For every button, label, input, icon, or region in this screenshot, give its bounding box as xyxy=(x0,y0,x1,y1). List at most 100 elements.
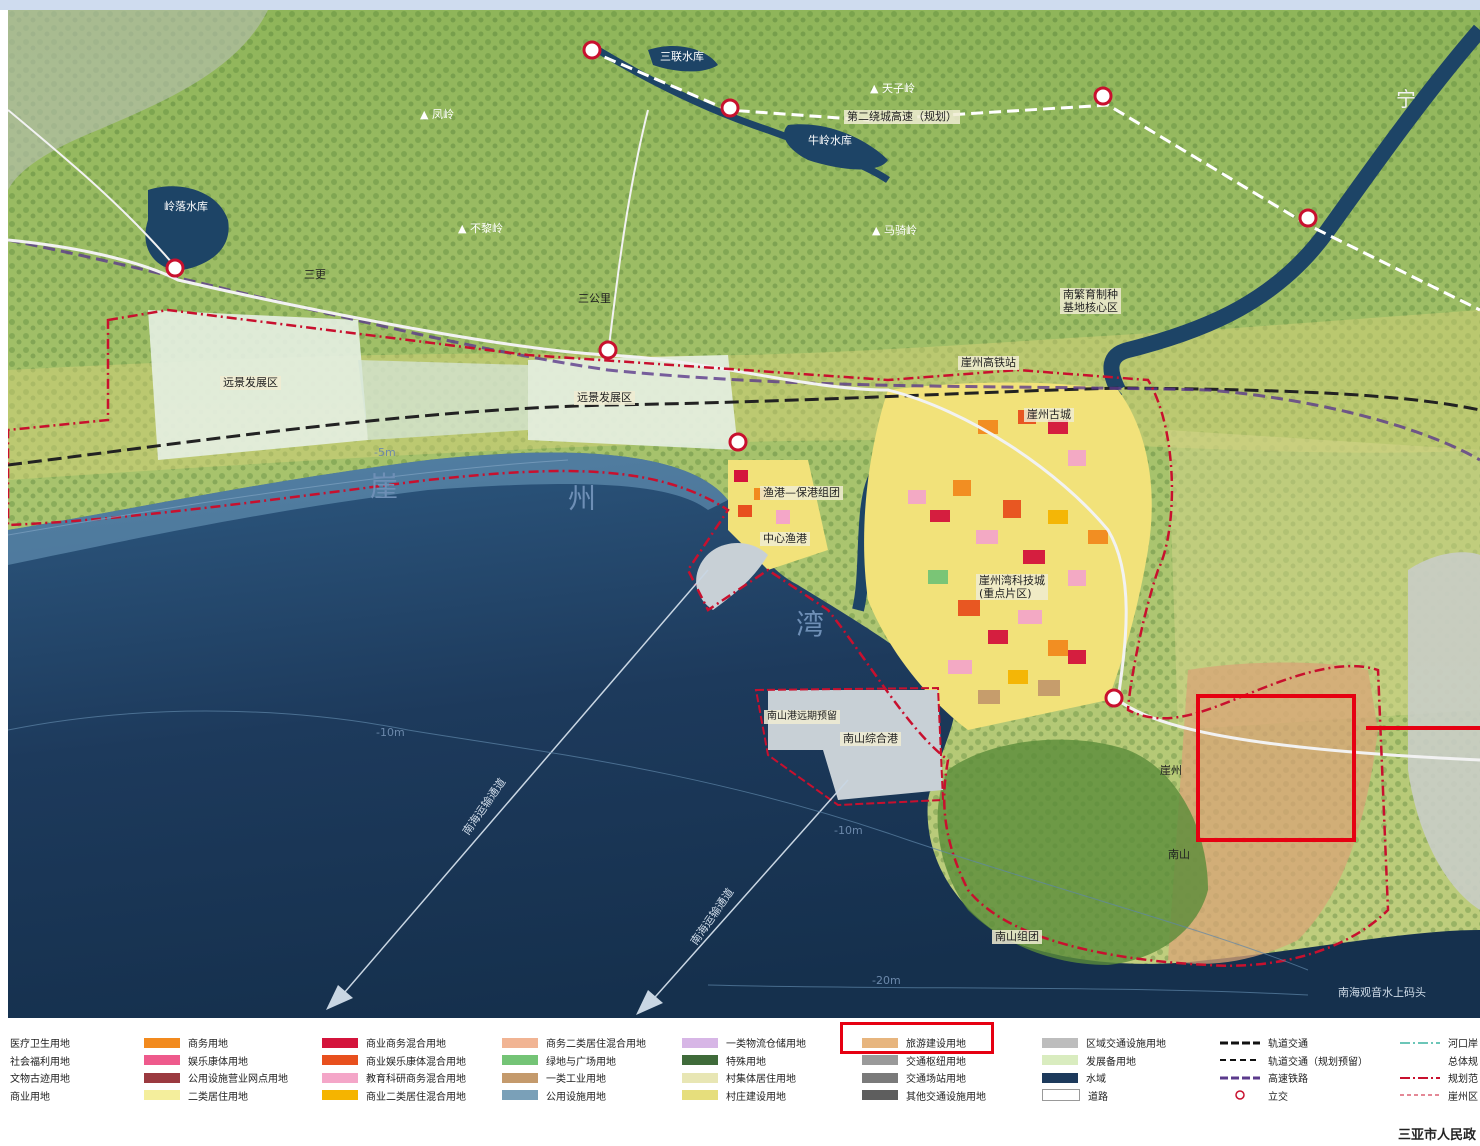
shipping-lane-2 xyxy=(647,779,849,1006)
legend-item: 绿地与广场用地 xyxy=(502,1052,646,1070)
label-depth-10b: -10m xyxy=(834,824,863,837)
legend-item: 二类居住用地 xyxy=(144,1087,288,1105)
label-tech-city: 崖州湾科技城 (重点片区) xyxy=(976,574,1048,600)
legend-label: 道路 xyxy=(1088,1091,1108,1103)
legend-item: 娱乐康体用地 xyxy=(144,1052,288,1070)
legend-label: 教育科研商务混合用地 xyxy=(366,1074,466,1086)
legend-label: 村庄建设用地 xyxy=(726,1091,786,1103)
west-road xyxy=(8,109,179,271)
river-ning xyxy=(1103,24,1480,394)
highlight-region xyxy=(1196,694,1356,842)
legend-label: 商务二类居住混合用地 xyxy=(546,1039,646,1051)
legend-swatch xyxy=(862,1055,898,1066)
legend-label: 其他交通设施用地 xyxy=(906,1091,986,1103)
legend-label: 商业二类居住混合用地 xyxy=(366,1091,466,1103)
label-nanshan-logistics: 南山港远期预留 xyxy=(764,710,840,724)
legend-swatch xyxy=(862,1037,898,1048)
tech-city-parcels xyxy=(908,410,1108,704)
legend-swatch xyxy=(682,1055,718,1066)
legend-label: 发展备用地 xyxy=(1086,1056,1136,1068)
legend-line-symbol xyxy=(1220,1038,1260,1048)
legend-swatch xyxy=(502,1072,538,1083)
planning-boundary xyxy=(8,308,1390,967)
reservoir-lingluo xyxy=(145,186,229,271)
legend-swatch xyxy=(322,1090,358,1101)
legend-label: 总体规 xyxy=(1448,1056,1478,1068)
legend-swatch xyxy=(502,1055,538,1066)
legend-item: 发展备用地 xyxy=(1042,1052,1166,1070)
legend-item: 交通场站用地 xyxy=(862,1069,986,1087)
legend-line-symbol xyxy=(1400,1073,1440,1083)
legend-line-symbol xyxy=(1400,1055,1440,1065)
legend-column-4: 商务二类居住混合用地绿地与广场用地一类工业用地公用设施用地 xyxy=(502,1034,646,1104)
label-sanyagong: 三公里 xyxy=(578,292,611,305)
label-depth-5: -5m xyxy=(374,446,396,459)
label-guanyin-pier: 南海观音水上码头 xyxy=(1338,986,1426,999)
legend-label: 规划范 xyxy=(1448,1074,1478,1086)
legend-item: 交通枢纽用地 xyxy=(862,1052,986,1070)
legend-label: 河口岸 xyxy=(1448,1039,1478,1051)
label-nanfan: 南繁育制种 基地核心区 xyxy=(1060,288,1121,314)
label-sanlian-reservoir: 三联水库 xyxy=(660,50,704,63)
label-second-ring-highway: 第二绕城高速（规划） xyxy=(844,110,960,124)
legend-swatch xyxy=(862,1090,898,1101)
legend-item: 立交 xyxy=(1220,1087,1368,1105)
legend-swatch xyxy=(862,1072,898,1083)
legend-label: 崖州区 xyxy=(1448,1091,1478,1103)
legend-swatch xyxy=(322,1055,358,1066)
tourism-land xyxy=(1168,662,1378,964)
east-hills xyxy=(1408,552,1480,910)
label-depth-20: -20m xyxy=(872,974,901,987)
label-niuling-reservoir: 牛岭水库 xyxy=(808,134,852,147)
legend-item: 村集体居住用地 xyxy=(682,1069,806,1087)
railway xyxy=(8,386,1480,467)
legend-item: 崖州区 xyxy=(1400,1087,1478,1105)
legend-label: 立交 xyxy=(1268,1091,1288,1103)
legend-item: 商业娱乐康体混合用地 xyxy=(322,1052,466,1070)
legend-item: 旅游建设用地 xyxy=(862,1034,986,1052)
land-use-map[interactable]: 三联水库 ▲ 凤岭 ▲ 天子岭 第二绕城高速（规划） 牛岭水库 岭落水库 三更 … xyxy=(8,10,1480,1018)
legend-item: 村庄建设用地 xyxy=(682,1087,806,1105)
legend-column-5: 一类物流仓储用地特殊用地村集体居住用地村庄建设用地 xyxy=(682,1034,806,1104)
depth-contour-5 xyxy=(8,459,569,536)
legend-item: 轨道交通（规划预留） xyxy=(1220,1052,1368,1070)
label-yuanjing-west: 远景发展区 xyxy=(220,376,281,390)
legend-line-symbol xyxy=(1220,1090,1260,1100)
label-yugang-group: 渔港—保港组团 xyxy=(760,486,843,500)
legend-item: 文物古迹用地 xyxy=(10,1074,70,1086)
label-yazhou-small: 崖州 xyxy=(1160,764,1182,777)
legend-label: 交通场站用地 xyxy=(906,1074,966,1086)
label-fengling: ▲ 凤岭 xyxy=(420,108,454,121)
legend-item: 区域交通设施用地 xyxy=(1042,1034,1166,1052)
legend-item: 特殊用地 xyxy=(682,1052,806,1070)
legend-highlight xyxy=(840,1022,994,1054)
legend-item: 商业商务混合用地 xyxy=(322,1034,466,1052)
legend-swatch xyxy=(1042,1037,1078,1048)
legend-swatch xyxy=(144,1090,180,1101)
legend-label: 轨道交通 xyxy=(1268,1039,1308,1051)
legend-label: 公用设施用地 xyxy=(546,1091,606,1103)
reservoir-niuling xyxy=(784,124,888,170)
label-sanlong: 三更 xyxy=(304,268,326,281)
legend-item: 商业用地 xyxy=(10,1091,50,1103)
legend-column-8: 轨道交通轨道交通（规划预留）高速铁路立交 xyxy=(1220,1034,1368,1104)
legend-item: 教育科研商务混合用地 xyxy=(322,1069,466,1087)
label-river-ning: 宁 xyxy=(1396,87,1416,111)
label-yazhou-old-town: 崖州古城 xyxy=(1024,408,1074,422)
legend-label: 公用设施营业网点用地 xyxy=(188,1074,288,1086)
label-bay-3: 湾 xyxy=(796,608,825,641)
legend-item: 规划范 xyxy=(1400,1069,1478,1087)
legend-swatch xyxy=(322,1072,358,1083)
legend-swatch xyxy=(1042,1055,1078,1066)
hill-shade xyxy=(8,10,268,190)
fish-port-circle xyxy=(696,543,768,610)
legend-label: 旅游建设用地 xyxy=(906,1039,966,1051)
tech-city xyxy=(864,382,1152,730)
legend-swatch xyxy=(1042,1089,1080,1102)
legend-label: 商业娱乐康体混合用地 xyxy=(366,1056,466,1068)
legend-column-2: 商务用地娱乐康体用地公用设施营业网点用地二类居住用地 xyxy=(144,1034,288,1104)
legend-swatch xyxy=(502,1037,538,1048)
legend-label: 商务用地 xyxy=(188,1039,228,1051)
label-nanshan-port: 南山综合港 xyxy=(840,732,901,746)
legend-label: 水域 xyxy=(1086,1074,1106,1086)
